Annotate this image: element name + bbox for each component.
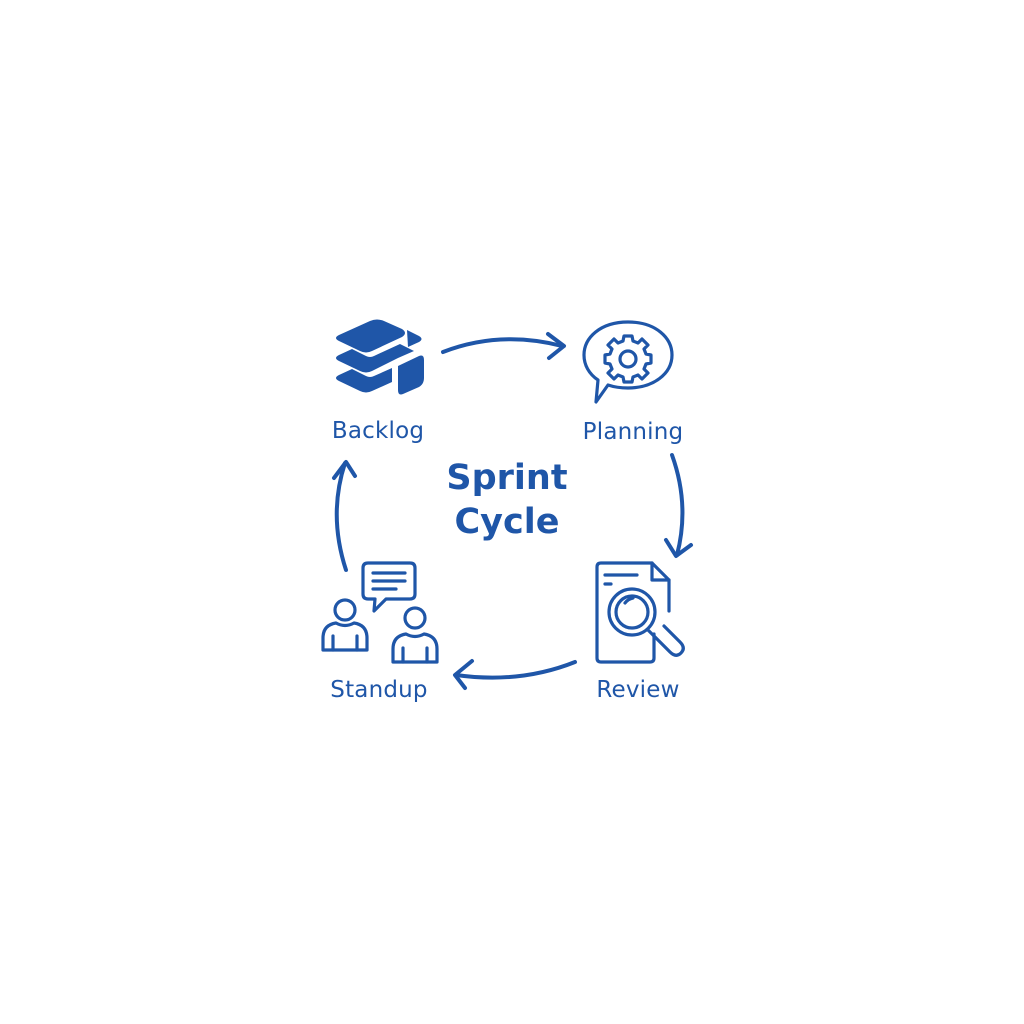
node-label-planning: Planning xyxy=(582,419,684,445)
document-magnifier-icon xyxy=(595,561,685,664)
center-title: Sprint Cycle xyxy=(412,456,602,544)
arrow-standup-to-backlog xyxy=(332,460,357,572)
node-label-backlog: Backlog xyxy=(331,418,425,444)
stacked-layers-icon xyxy=(336,319,424,395)
node-label-standup: Standup xyxy=(330,677,428,703)
people-chat-icon xyxy=(321,561,439,664)
arrow-planning-to-review xyxy=(664,453,693,558)
gear-speech-bubble-icon xyxy=(582,320,674,404)
node-label-review: Review xyxy=(596,677,680,703)
center-title-line1: Sprint xyxy=(446,458,568,498)
center-title-line2: Cycle xyxy=(454,502,560,542)
arrow-review-to-standup xyxy=(453,659,577,690)
arrow-backlog-to-planning xyxy=(441,332,566,360)
